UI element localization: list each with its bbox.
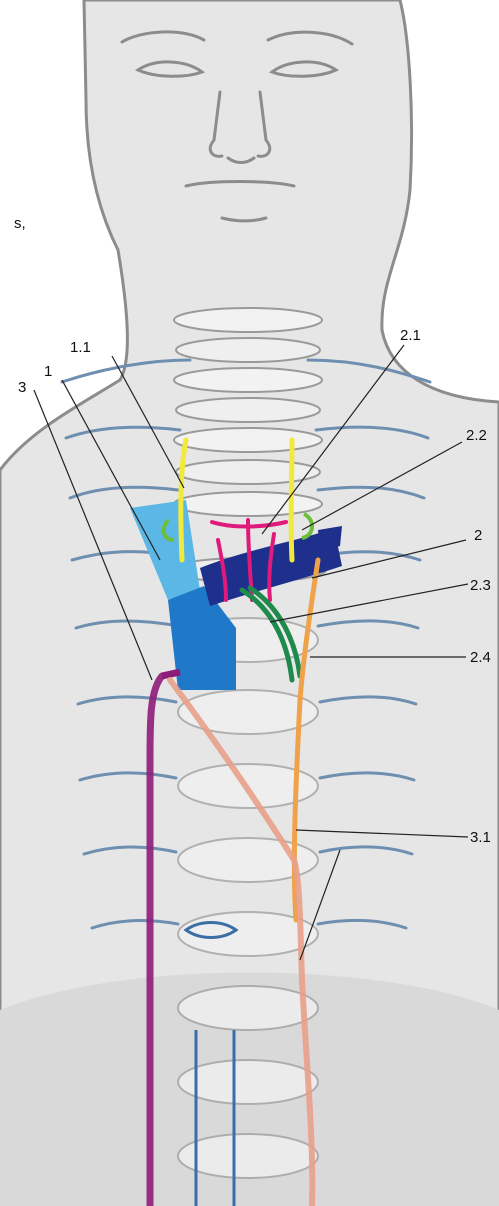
label-2-4: 2.4 — [470, 649, 491, 666]
label-2-3: 2.3 — [470, 577, 491, 594]
vertebra — [178, 986, 318, 1030]
label-1-1: 1.1 — [70, 339, 91, 356]
label-2-2: 2.2 — [466, 427, 487, 444]
vertebra — [174, 428, 322, 452]
label-2: 2 — [474, 527, 482, 544]
nerve-right — [291, 440, 292, 560]
vertebra — [174, 368, 322, 392]
label-3: 3 — [18, 379, 26, 396]
vertebra — [174, 492, 322, 516]
vertebra — [178, 1060, 318, 1104]
label-3-1: 3.1 — [470, 829, 491, 846]
label-1: 1 — [44, 363, 52, 380]
fragment-text: s, — [14, 215, 26, 232]
duct-3-branch — [162, 672, 180, 676]
vertebra — [174, 308, 322, 332]
label-2-1: 2.1 — [400, 327, 421, 344]
vertebra — [178, 1134, 318, 1178]
vertebra — [176, 338, 320, 362]
vertebra — [176, 460, 320, 484]
vertebra — [176, 398, 320, 422]
